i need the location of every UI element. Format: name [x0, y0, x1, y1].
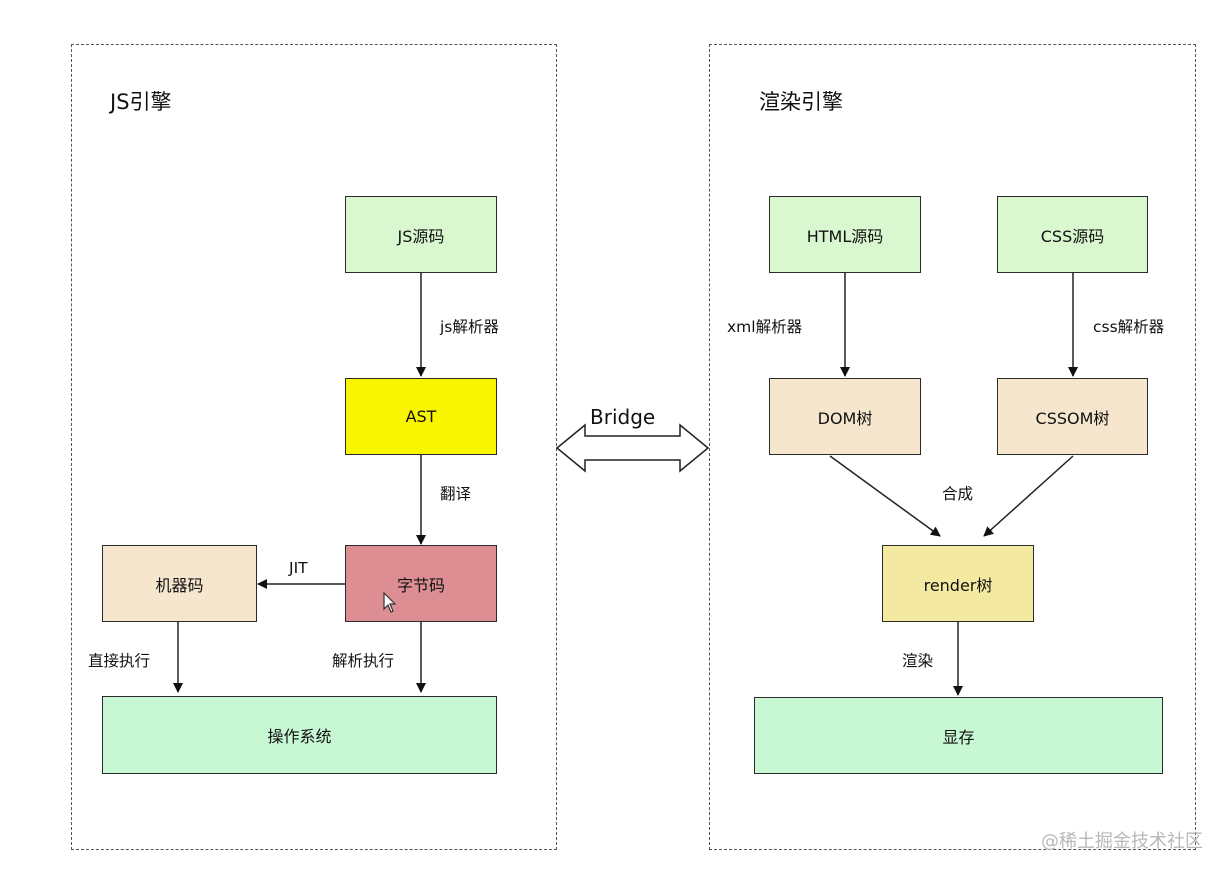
edge-dom-to-render: [829, 455, 941, 537]
render-engine-panel: [709, 44, 1196, 850]
label-js-parser: js解析器: [440, 318, 499, 336]
watermark: @稀土掘金技术社区: [1041, 831, 1203, 852]
node-video-memory: 显存: [754, 697, 1163, 774]
node-operating-system: 操作系统: [102, 696, 497, 774]
mouse-cursor-icon: [383, 592, 397, 613]
label-jit: JIT: [289, 559, 308, 577]
bridge-double-arrow: [555, 423, 710, 473]
node-machine-code: 机器码: [102, 545, 257, 622]
node-html-source: HTML源码: [769, 196, 921, 273]
label-translate: 翻译: [440, 485, 472, 503]
label-combine: 合成: [942, 485, 974, 503]
bridge-label: Bridge: [590, 405, 656, 429]
label-render: 渲染: [902, 652, 934, 670]
label-css-parser: css解析器: [1093, 318, 1165, 336]
node-render-tree: render树: [882, 545, 1034, 622]
node-css-source: CSS源码: [997, 196, 1148, 273]
render-engine-title: 渲染引擎: [759, 90, 843, 114]
node-ast: AST: [345, 378, 497, 455]
label-interpret-exec: 解析执行: [332, 652, 395, 670]
node-js-source: JS源码: [345, 196, 497, 273]
js-engine-title: JS引擎: [110, 90, 172, 114]
js-engine-panel: [71, 44, 557, 850]
node-bytecode: 字节码: [345, 545, 497, 622]
node-cssom-tree: CSSOM树: [997, 378, 1148, 455]
label-direct-exec: 直接执行: [88, 652, 151, 670]
edge-cssom-to-render: [983, 455, 1074, 537]
label-xml-parser: xml解析器: [727, 318, 803, 336]
node-dom-tree: DOM树: [769, 378, 921, 455]
